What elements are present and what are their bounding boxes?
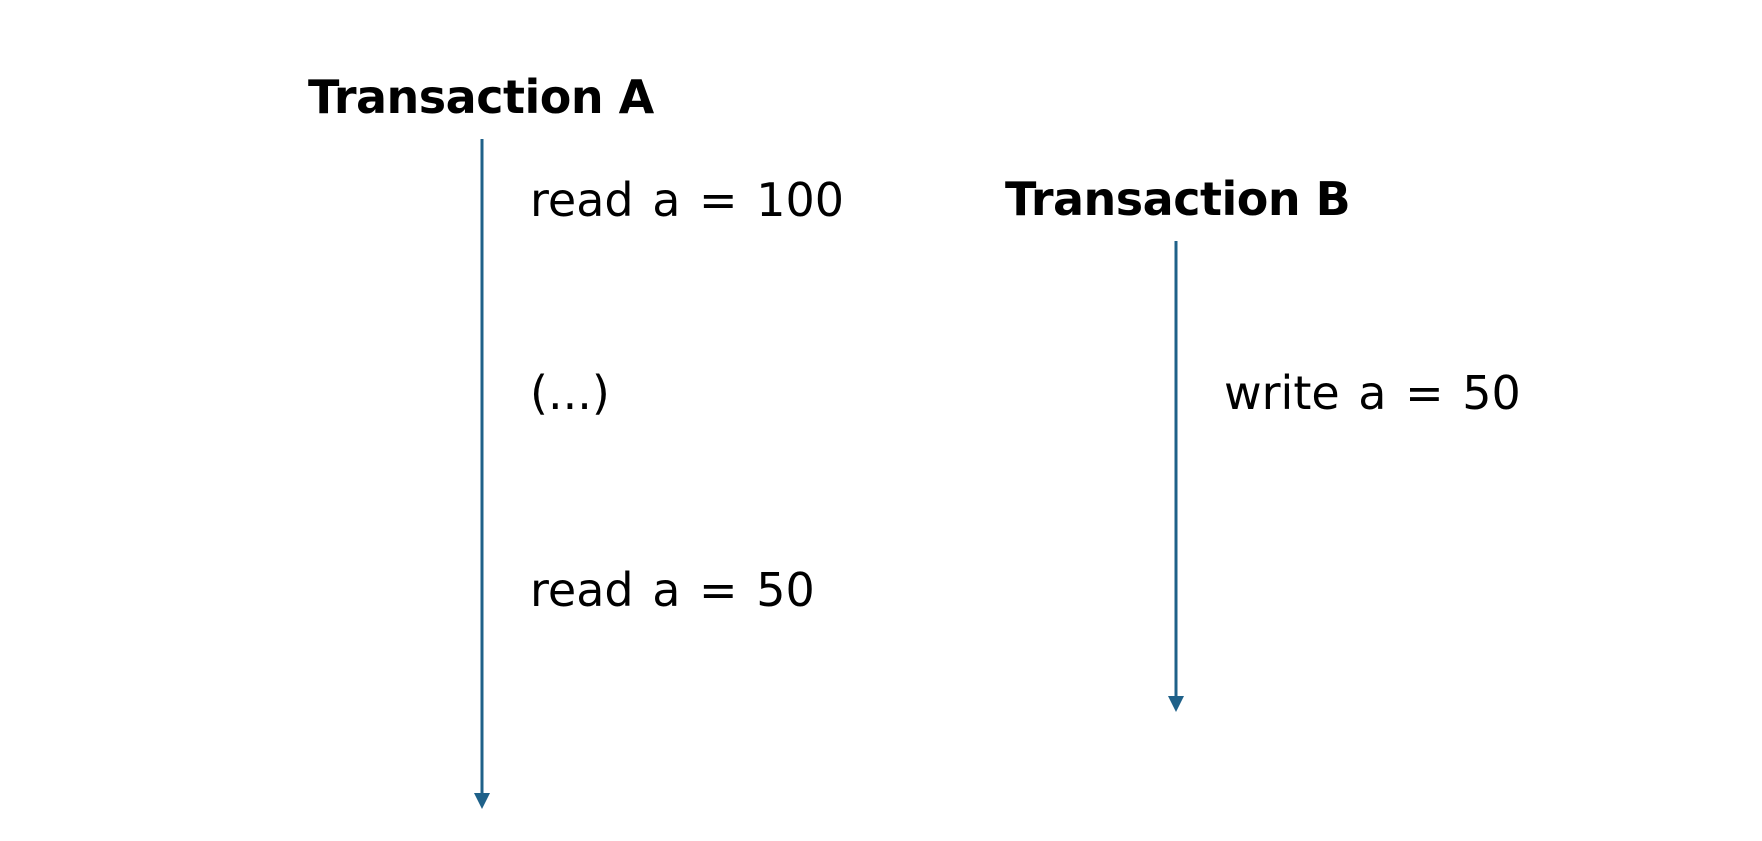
transaction-a-timeline-arrow [474,139,490,809]
transaction-a-op-ellipsis: (...) [530,366,610,420]
transaction-b-arrowhead [1168,696,1184,712]
transaction-b-timeline-arrow [1168,241,1184,712]
transaction-a-arrowhead [474,793,490,809]
transaction-a-op-read-50: read a = 50 [530,563,815,617]
transaction-b-title: Transaction B [1005,172,1351,226]
transaction-a-op-read-100: read a = 100 [530,173,844,227]
transaction-a-title: Transaction A [308,70,654,124]
transaction-b-op-write-50: write a = 50 [1224,366,1521,420]
